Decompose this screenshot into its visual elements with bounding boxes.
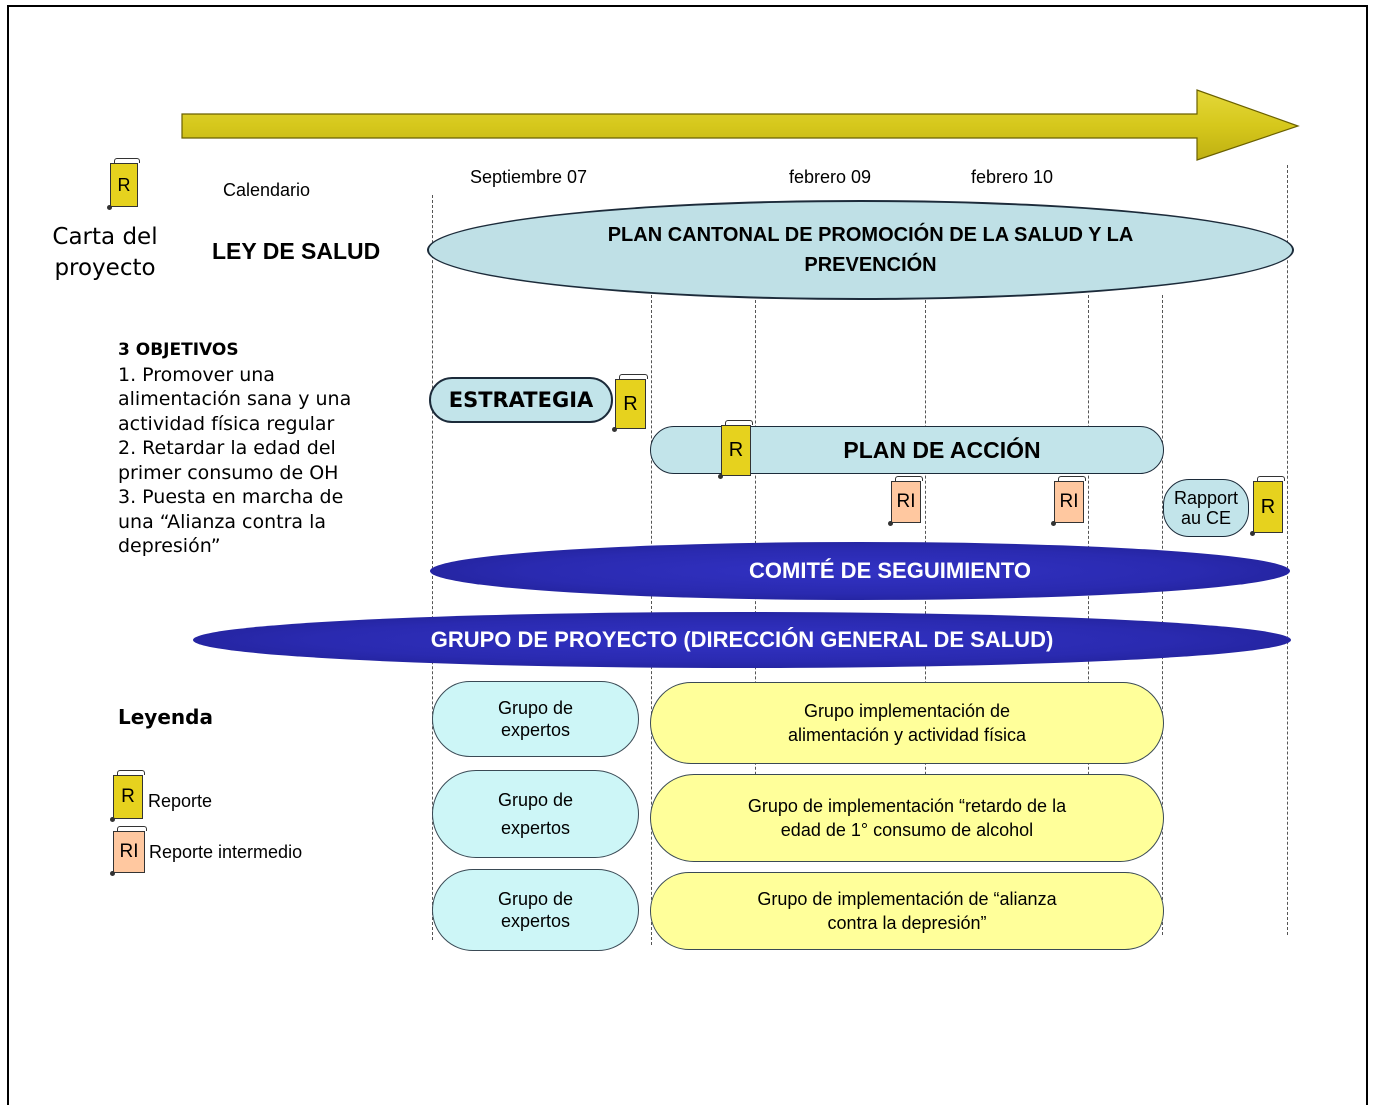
report-icon-letter: R [623, 392, 638, 415]
report-icon: R [110, 770, 145, 822]
implementation-group-box: Grupo de implementación “retardo de la e… [650, 774, 1164, 862]
objective-line: 1. Promover una [118, 363, 275, 386]
expert-group-line2: expertos [500, 720, 571, 740]
timeline-guide [1287, 165, 1288, 935]
objective-line: alimentación sana y una [118, 388, 352, 410]
intermediate-report-icon: RI [1051, 476, 1086, 526]
expert-group-line2: expertos [500, 818, 571, 838]
law-label: LEY DE SALUD [212, 238, 381, 264]
report-icon: R [718, 420, 753, 479]
rapport-line2: au CE [1180, 508, 1231, 528]
strategy-label: ESTRATEGIA [448, 388, 594, 412]
action-plan-label: PLAN DE ACCIÓN [843, 436, 1041, 463]
date-label: febrero 09 [789, 167, 872, 187]
plan-cantonal-ellipse: PLAN CANTONAL DE PROMOCIÓN DE LA SALUD Y… [427, 200, 1294, 300]
plan-cantonal-line1: PLAN CANTONAL DE PROMOCIÓN DE LA SALUD Y… [607, 224, 1134, 246]
project-charter-label: Carta del proyecto [30, 222, 180, 284]
report-icon: R [612, 374, 648, 432]
implementation-group-line1: Grupo de implementación de “alianza [757, 889, 1057, 909]
expert-group-box: Grupo de expertos [432, 869, 639, 951]
follow-up-committee-bar: COMITÉ DE SEGUIMIENTO [430, 542, 1290, 600]
calendar-label: Calendario [223, 180, 311, 200]
objective-line: primer consumo de OH [118, 461, 339, 484]
diagram-frame [7, 5, 1368, 1105]
strategy-box: ESTRATEGIA [429, 377, 613, 423]
timeline-arrow [181, 89, 1300, 161]
report-icon-letter: R [117, 174, 131, 195]
implementation-group-line2: contra la depresión” [827, 913, 987, 933]
intermediate-report-letter: RI [896, 491, 916, 512]
objectives-title: 3 OBJETIVOS [118, 340, 239, 360]
objective-line: una “Alianza contra la [118, 510, 327, 533]
follow-up-committee-label: COMITÉ DE SEGUIMIENTO [749, 558, 1031, 583]
expert-group-line1: Grupo de [497, 790, 574, 810]
report-icon: R [107, 158, 140, 210]
intermediate-report-icon: RI [888, 476, 923, 526]
implementation-group-box: Grupo implementación de alimentación y a… [650, 682, 1164, 764]
date-label: febrero 10 [971, 167, 1054, 187]
report-icon-letter: R [728, 439, 744, 461]
implementation-group-line2: alimentación y actividad física [787, 725, 1027, 745]
project-group-label: GRUPO DE PROYECTO (DIRECCIÓN GENERAL DE … [430, 627, 1054, 652]
objective-line: actividad física regular [118, 412, 335, 435]
intermediate-report-letter: RI [1059, 491, 1079, 512]
timeline-guide [1162, 295, 1163, 935]
report-icon: R [1250, 476, 1285, 536]
project-group-bar: GRUPO DE PROYECTO (DIRECCIÓN GENERAL DE … [193, 612, 1291, 668]
legend-report-label: Reporte [148, 791, 213, 811]
project-charter-label-line2: proyecto [54, 255, 156, 281]
expert-group-line1: Grupo de [497, 698, 574, 718]
expert-group-box: Grupo de expertos [432, 681, 639, 757]
objective-line: 3. Puesta en marcha de [118, 486, 344, 508]
objective-line: depresión” [118, 535, 221, 557]
report-icon-letter: R [1260, 495, 1276, 518]
rapport-line1: Rapport [1173, 488, 1239, 508]
expert-group-line2: expertos [500, 911, 571, 931]
legend-title: Leyenda [118, 705, 213, 729]
expert-group-box: Grupo de expertos [432, 770, 639, 858]
objective-line: 2. Retardar la edad del [118, 437, 336, 459]
plan-cantonal-line2: PREVENCIÓN [804, 254, 937, 276]
implementation-group-line1: Grupo de implementación “retardo de la [747, 796, 1067, 816]
implementation-group-line1: Grupo implementación de [803, 701, 1011, 721]
rapport-ce-box: Rapport au CE [1163, 479, 1249, 537]
implementation-group-line2: edad de 1° consumo de alcohol [780, 820, 1034, 840]
legend-report-letter: R [121, 786, 135, 807]
implementation-group-box: Grupo de implementación de “alianza cont… [650, 872, 1164, 950]
project-charter-label-line1: Carta del [52, 224, 158, 250]
expert-group-line1: Grupo de [497, 889, 574, 909]
intermediate-report-icon: RI [110, 826, 147, 876]
objectives-block: 3 OBJETIVOS 1. Promover una alimentación… [118, 338, 418, 559]
legend-intermediate-label: Reporte intermedio [149, 842, 303, 862]
date-label: Septiembre 07 [470, 167, 588, 187]
legend-intermediate-letter: RI [119, 841, 139, 862]
